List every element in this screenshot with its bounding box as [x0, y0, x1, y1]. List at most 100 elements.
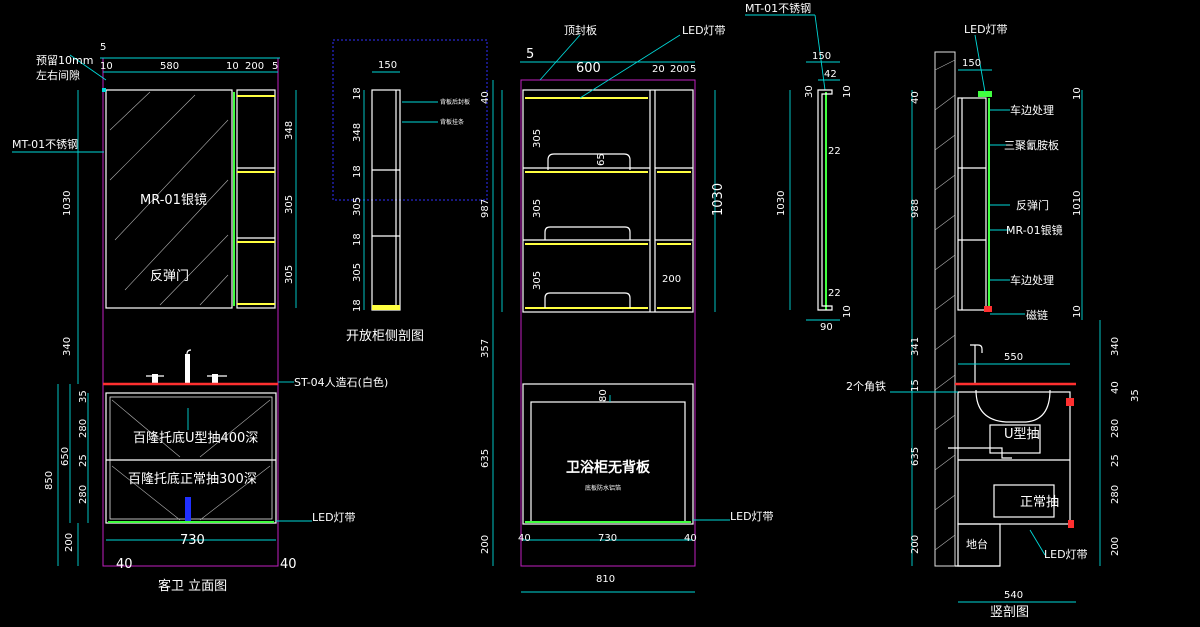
- shelf-dim-305a: 305: [284, 195, 295, 214]
- no-back-shelf-305c: 305: [532, 271, 543, 290]
- no-back-bottom-40b: 40: [684, 533, 697, 544]
- elevation-view: 5 10 580 10 200 5 预留10mm 左右间隙 MT-01不锈钢 M…: [12, 42, 388, 594]
- no-back-dim-357: 357: [480, 339, 491, 358]
- profile-dim-90: 90: [820, 322, 833, 333]
- vanity-dim-650: 650: [60, 447, 71, 466]
- dim-340: 340: [62, 337, 73, 356]
- gap-note-1: 预留10mm: [36, 54, 93, 67]
- foot-right-40: 40: [280, 557, 297, 572]
- section-left-200: 200: [910, 535, 921, 554]
- base-platform: [957, 523, 1001, 567]
- profile-dim-150: 150: [812, 51, 831, 62]
- section-right-1010: 1010: [1072, 191, 1083, 216]
- section-dim-18c: 18: [352, 233, 363, 246]
- open-section-view: 150 18 348 18 305 18 305 18 背板后封板 背板挂条 开…: [332, 39, 488, 344]
- base-label: 地台: [966, 537, 988, 551]
- elevation-dimensions: [57, 54, 297, 566]
- elevation-outline: [102, 57, 279, 567]
- no-back-outline: [520, 79, 696, 567]
- open-shelf: [236, 89, 276, 309]
- shelf-dim-348: 348: [284, 121, 295, 140]
- no-back-dim-200c: 200: [480, 535, 491, 554]
- no-back-width-810: 810: [596, 574, 615, 585]
- dim-730: 730: [180, 533, 205, 548]
- dim-1030: 1030: [62, 191, 73, 216]
- dim-top-580: 580: [160, 61, 179, 72]
- profile-view: MT-01不锈钢 150 42 30 10 22 22 10 90 1030: [745, 2, 853, 333]
- section-right-25: 25: [1110, 454, 1121, 467]
- no-back-dim-600: 600: [576, 61, 601, 76]
- section-door-label: 反弹门: [1016, 198, 1049, 212]
- no-back-bottom-730: 730: [598, 533, 617, 544]
- section-dim-18b: 18: [352, 165, 363, 178]
- section-dims: [890, 69, 1101, 603]
- section-right-280b: 280: [1110, 485, 1121, 504]
- section-right-10a: 10: [1072, 87, 1083, 100]
- dim-200: 200: [64, 533, 75, 552]
- dim-top-5: 5: [100, 42, 106, 53]
- vanity-dim-25: 25: [78, 454, 89, 467]
- mirror-hatch: [109, 91, 229, 306]
- section-caption: 竖剖图: [990, 605, 1029, 620]
- section-width-550: 550: [1004, 352, 1023, 363]
- back-edge-label: 背板挂条: [440, 118, 464, 126]
- no-back-dim-5: 5: [526, 47, 534, 62]
- section-led-bottom: LED灯带: [1044, 548, 1088, 561]
- no-back-dim-80: 80: [598, 389, 609, 402]
- no-back-subtitle: 底板防水铝箔: [585, 484, 621, 492]
- elevation-led-label: LED灯带: [312, 511, 356, 524]
- profile-dim-42: 42: [824, 69, 837, 80]
- no-back-dim-1030: 1030: [711, 183, 726, 216]
- section-width-540: 540: [1004, 590, 1023, 601]
- board-label: 三聚氰胺板: [1004, 138, 1059, 152]
- countertop-label: ST-04人造石(白色): [294, 375, 388, 389]
- detail-frame: [332, 39, 488, 201]
- section-left-341: 341: [910, 337, 921, 356]
- vertical-section-view: LED灯带 150 车边处理 三聚氰胺板 反弹门 MR-01银镜 车边处理 磁链…: [846, 23, 1141, 620]
- lower-cabinet: [522, 383, 694, 525]
- no-back-dim-987: 987: [480, 199, 491, 218]
- profile-dim-10b: 10: [842, 305, 853, 318]
- profile-dim-22b: 22: [828, 288, 841, 299]
- edge-bottom-label: 车边处理: [1010, 273, 1054, 287]
- section-width-150: 150: [962, 58, 981, 69]
- section-right-200: 200: [1110, 537, 1121, 556]
- profile-title: MT-01不锈钢: [745, 2, 811, 15]
- no-back-dim-200b: 200: [662, 274, 681, 285]
- profile-dim-10a: 10: [842, 85, 853, 98]
- shelf-dim-305b: 305: [284, 265, 295, 284]
- section-dims: [363, 71, 438, 310]
- no-back-shelf-305a: 305: [532, 129, 543, 148]
- faucet: [146, 349, 227, 384]
- mirror-label: MR-01银镜: [140, 193, 207, 208]
- section-right-40: 40: [1110, 381, 1121, 394]
- dim-top-5b: 5: [272, 61, 278, 72]
- drawer-normal-label: 百隆托底正常抽300深: [128, 471, 257, 487]
- no-back-dim-635: 635: [480, 449, 491, 468]
- no-back-shelf-305b: 305: [532, 199, 543, 218]
- section-left-40: 40: [910, 91, 921, 104]
- section-left-635: 635: [910, 447, 921, 466]
- no-back-dim-20: 20: [652, 64, 665, 75]
- dim-top-10a: 10: [100, 61, 113, 72]
- section-upper-cabinet: [957, 97, 987, 311]
- drawer-hatch: [111, 399, 271, 521]
- section-dim-18d: 18: [352, 299, 363, 312]
- shelf-brackets: [544, 153, 631, 308]
- no-back-dim-5b: 5: [690, 64, 696, 75]
- section-left-988: 988: [910, 199, 921, 218]
- no-back-dim-200: 200: [670, 64, 689, 75]
- no-back-dim-65: 65: [596, 153, 607, 166]
- drawer-u-label: 百隆托底U型抽400深: [133, 430, 258, 446]
- sink-basin: [975, 389, 1051, 423]
- gap-note-2: 左右间隙: [36, 68, 80, 82]
- dim-top-10b: 10: [226, 61, 239, 72]
- hinge-label: 磁链: [1026, 308, 1048, 322]
- section-mirror-label: MR-01银镜: [1006, 223, 1063, 237]
- angle-iron-label: 2个角铁: [846, 380, 886, 393]
- profile-height: 1030: [776, 191, 787, 216]
- section-right-35: 35: [1130, 389, 1141, 402]
- normal-drawer-label: 正常抽: [1020, 495, 1059, 510]
- profile-shape: [817, 89, 833, 311]
- no-back-view: 顶封板 LED灯带 5 600 20 200 5 1030 305 305 30…: [480, 23, 774, 593]
